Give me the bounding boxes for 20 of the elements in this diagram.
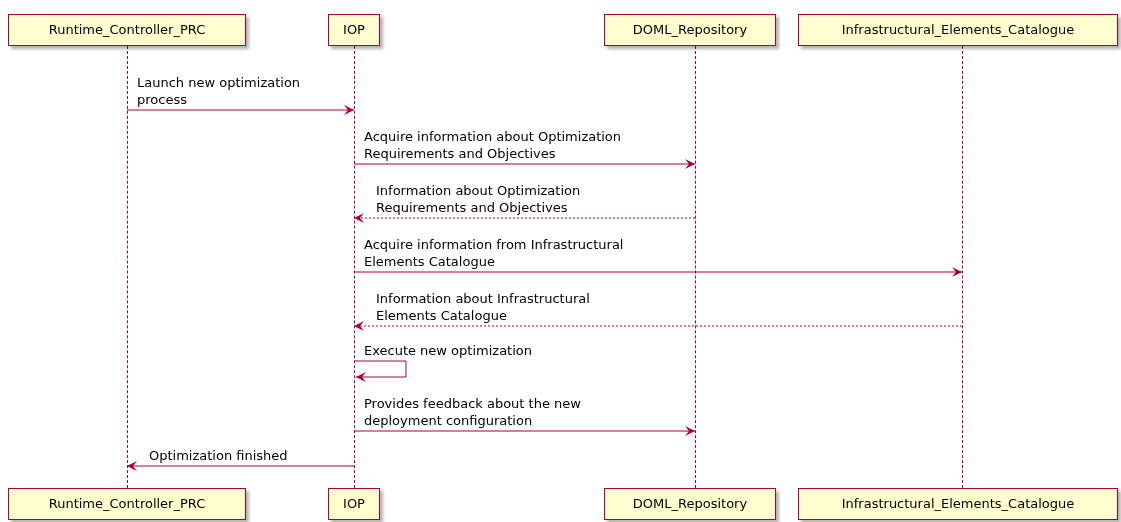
participant-box: Infrastructural_Elements_Catalogue — [798, 488, 1118, 520]
participant-box: IOP — [328, 488, 380, 520]
message-arrow — [353, 267, 963, 277]
participant-box: DOML_Repository — [604, 488, 776, 520]
message-arrow — [353, 321, 963, 331]
message-arrow — [126, 461, 355, 471]
participant-box: Runtime_Controller_PRC — [8, 488, 246, 520]
lifeline — [695, 46, 696, 488]
message-arrow — [126, 105, 355, 115]
participant-box: Runtime_Controller_PRC — [8, 14, 246, 46]
lifeline — [354, 46, 355, 488]
lifeline — [962, 46, 963, 488]
participant-box: Infrastructural_Elements_Catalogue — [798, 14, 1118, 46]
message-arrow — [353, 159, 696, 169]
message-arrow — [353, 426, 696, 436]
lifeline — [127, 46, 128, 488]
message-arrow — [353, 213, 696, 223]
participant-box: DOML_Repository — [604, 14, 776, 46]
message-arrow — [353, 360, 407, 382]
participant-box: IOP — [328, 14, 380, 46]
